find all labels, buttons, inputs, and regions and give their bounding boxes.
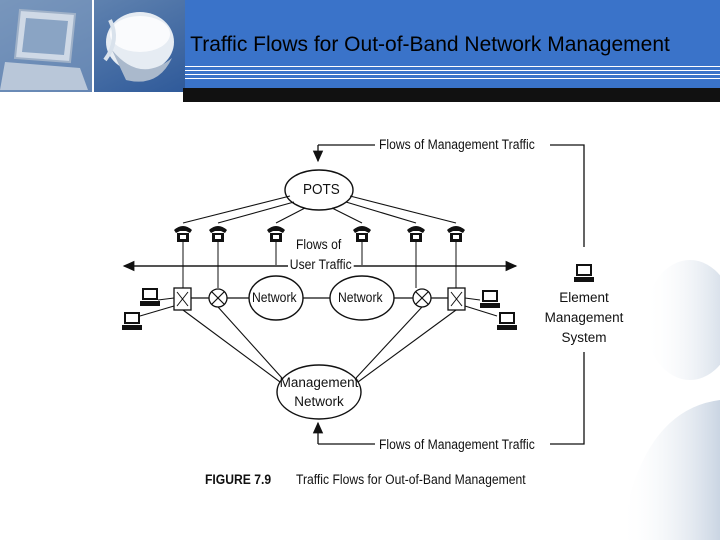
figure-caption: Traffic Flows for Out-of-Band Management	[296, 472, 526, 487]
pots-node	[284, 169, 354, 211]
computer-terminal-icon	[574, 264, 594, 282]
computer-terminal-icon	[480, 290, 500, 308]
management-links	[182, 306, 457, 383]
ems-label-3: System	[561, 330, 607, 345]
switch-icon	[447, 287, 466, 311]
figure-number: FIGURE 7.9	[205, 472, 272, 487]
top-flow-return-line	[550, 144, 585, 247]
network-left-label: Network	[252, 290, 297, 305]
telephone-icon	[209, 226, 227, 242]
multiplexer-icon	[412, 288, 432, 308]
ems-label-2: Management	[544, 310, 624, 325]
switch-icon	[173, 287, 192, 311]
computer-terminal-icon	[140, 288, 160, 306]
banner-underline	[183, 88, 720, 102]
management-network-node	[276, 364, 362, 420]
telephone-icon	[174, 226, 192, 242]
telephone-icon	[447, 226, 465, 242]
computer-links	[139, 297, 498, 317]
telephone-icon	[267, 226, 285, 242]
network-figure: Flows of Management Traffic POTS Flows o…	[110, 120, 630, 505]
title-banner: Traffic Flows for Out-of-Band Network Ma…	[0, 0, 720, 102]
banner-stripe	[185, 66, 720, 67]
banner-background	[185, 0, 720, 92]
telephone-icon	[407, 226, 425, 242]
management-network-label-2: Network	[294, 394, 344, 409]
management-network-label-1: Management	[279, 375, 359, 390]
phone-drops	[182, 242, 457, 288]
diagram-drawing	[122, 144, 594, 445]
slide-title: Traffic Flows for Out-of-Band Network Ma…	[190, 33, 670, 56]
computer-terminal-icon	[122, 312, 142, 330]
banner-stripe	[185, 78, 720, 79]
person-silhouette	[620, 260, 720, 540]
network-right-label: Network	[338, 290, 383, 305]
pots-label: POTS	[303, 181, 340, 198]
user-traffic-label-1: Flows of	[296, 237, 342, 252]
multiplexer-icon	[208, 288, 228, 308]
banner-stripe	[185, 74, 720, 75]
top-flow-label: Flows of Management Traffic	[379, 137, 535, 152]
bottom-flow-return-line	[550, 352, 585, 445]
computer-terminal-icon	[497, 312, 517, 330]
telephone-icon	[353, 226, 371, 242]
pots-links	[182, 195, 457, 224]
computer-mouse-photo	[0, 0, 185, 92]
ems-label-1: Element	[559, 290, 609, 305]
banner-stripe	[185, 70, 720, 71]
user-traffic-label-2: User Traffic	[288, 257, 354, 273]
bottom-flow-label: Flows of Management Traffic	[379, 437, 535, 452]
